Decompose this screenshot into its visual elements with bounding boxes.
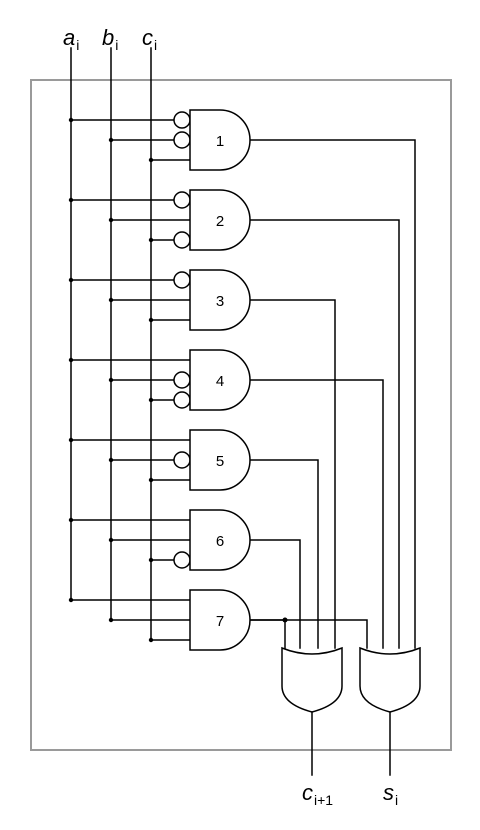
junction-dot bbox=[148, 397, 154, 403]
and-gate-4 bbox=[189, 349, 251, 411]
junction-dot bbox=[68, 117, 74, 123]
and-gate-6 bbox=[189, 509, 251, 571]
junction-dot bbox=[108, 137, 114, 143]
inverter-bubble bbox=[173, 131, 191, 149]
carry-wire-gate-3 bbox=[249, 299, 336, 649]
sum-wire-gate-7 bbox=[249, 619, 368, 649]
inverter-bubble bbox=[173, 551, 191, 569]
and-gate-6-label: 6 bbox=[216, 533, 224, 550]
output-label-carry: ci+1 bbox=[302, 780, 333, 808]
and-gate-2-label: 2 bbox=[216, 213, 224, 230]
and-gate-7 bbox=[189, 589, 251, 651]
or-gates-layer bbox=[281, 646, 421, 713]
and-gate-3-label: 3 bbox=[216, 293, 224, 310]
junction-dot bbox=[68, 597, 74, 603]
inverter-bubble bbox=[173, 271, 191, 289]
junction-dot bbox=[148, 317, 154, 323]
and-gate-7-label: 7 bbox=[216, 613, 224, 630]
junction-dot bbox=[108, 617, 114, 623]
inverter-bubble bbox=[173, 111, 191, 129]
sum-wire-gate-1 bbox=[249, 139, 416, 649]
input-label-a: ai bbox=[63, 25, 79, 53]
junction-dot bbox=[108, 297, 114, 303]
inverter-bubble bbox=[173, 231, 191, 249]
junction-dot bbox=[68, 517, 74, 523]
inverter-bubble bbox=[173, 451, 191, 469]
junction-dot bbox=[68, 197, 74, 203]
junction-dot bbox=[108, 217, 114, 223]
junction-dot bbox=[68, 357, 74, 363]
inverter-bubble bbox=[173, 391, 191, 409]
junction-dot bbox=[108, 537, 114, 543]
and-gate-4-label: 4 bbox=[216, 373, 224, 390]
and-gates-layer: 1 2 3 4 5 6 7 bbox=[173, 109, 251, 651]
inverter-bubble bbox=[173, 191, 191, 209]
wires-layer bbox=[68, 47, 416, 776]
junction-dot bbox=[148, 237, 154, 243]
split-dot bbox=[282, 617, 288, 623]
carry-wire-gate-5 bbox=[249, 459, 319, 649]
and-gate-1-label: 1 bbox=[216, 133, 224, 150]
carry-wire-gate-7 bbox=[249, 619, 286, 649]
junction-dot bbox=[68, 277, 74, 283]
and-gate-1 bbox=[189, 109, 251, 171]
junction-dot bbox=[108, 457, 114, 463]
and-gate-5-label: 5 bbox=[216, 453, 224, 470]
junction-dot bbox=[148, 557, 154, 563]
junction-dot bbox=[148, 477, 154, 483]
input-label-c: ci bbox=[142, 25, 157, 53]
sum-wire-gate-4 bbox=[249, 379, 384, 649]
junction-dot bbox=[68, 437, 74, 443]
output-label-sum: si bbox=[383, 780, 398, 808]
junction-dot bbox=[148, 637, 154, 643]
carry-wire-gate-6 bbox=[249, 539, 301, 649]
or-gate-carry bbox=[281, 646, 343, 713]
sum-wire-gate-2 bbox=[249, 219, 400, 649]
junction-dot bbox=[108, 377, 114, 383]
circuit-boundary bbox=[30, 79, 452, 751]
and-gate-3 bbox=[189, 269, 251, 331]
and-gate-2 bbox=[189, 189, 251, 251]
and-gate-5 bbox=[189, 429, 251, 491]
inverter-bubble bbox=[173, 371, 191, 389]
input-label-b: bi bbox=[102, 25, 118, 53]
junction-dot bbox=[148, 157, 154, 163]
or-gate-sum bbox=[359, 646, 421, 713]
